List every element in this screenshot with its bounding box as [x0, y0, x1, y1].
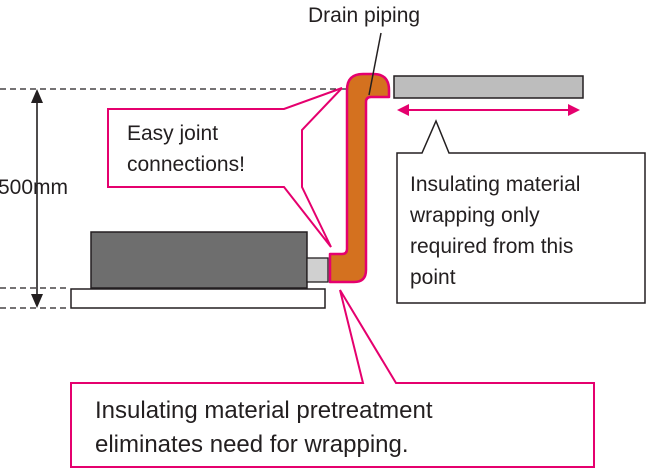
joint-callout-line-2: connections!	[127, 153, 245, 176]
joint-callout-text: Easy joint connections!	[127, 122, 245, 176]
wrapping-note-line-2: wrapping only	[409, 204, 540, 227]
indoor-unit-body	[90, 231, 308, 289]
pretreatment-callout-box	[70, 289, 595, 468]
drain-piping-label: Drain piping	[308, 4, 420, 27]
pretreatment-callout-text: Insulating material pretreatment elimina…	[95, 397, 439, 458]
wrapping-note-box	[396, 119, 646, 304]
wrapping-note-line-3: required from this	[410, 235, 573, 258]
arrowhead-left	[397, 104, 409, 116]
wrapping-range-arrow	[397, 104, 580, 116]
base-plate	[70, 288, 326, 309]
arrowhead-up	[31, 89, 43, 103]
arrowhead-down	[31, 294, 43, 308]
wrapping-note-text: Insulating material wrapping only requir…	[409, 173, 586, 289]
joint-callout-line-1: Easy joint	[127, 122, 218, 145]
drain-duct	[393, 75, 584, 99]
drain-pipe	[328, 72, 391, 284]
wrapping-note-line-4: point	[410, 266, 456, 289]
drain-piping-leader	[368, 32, 382, 96]
dashed-reference-lines	[0, 88, 346, 309]
wrapping-note-line-1: Insulating material	[410, 173, 580, 196]
height-label: 500mm	[0, 176, 68, 199]
arrowhead-right	[568, 104, 580, 116]
pretreatment-line-1: Insulating material pretreatment	[95, 397, 433, 424]
pretreatment-line-2: eliminates need for wrapping.	[95, 431, 409, 458]
height-dimension-arrow	[31, 89, 43, 308]
drain-outlet-stub	[306, 257, 329, 283]
joint-callout-box	[107, 87, 343, 248]
